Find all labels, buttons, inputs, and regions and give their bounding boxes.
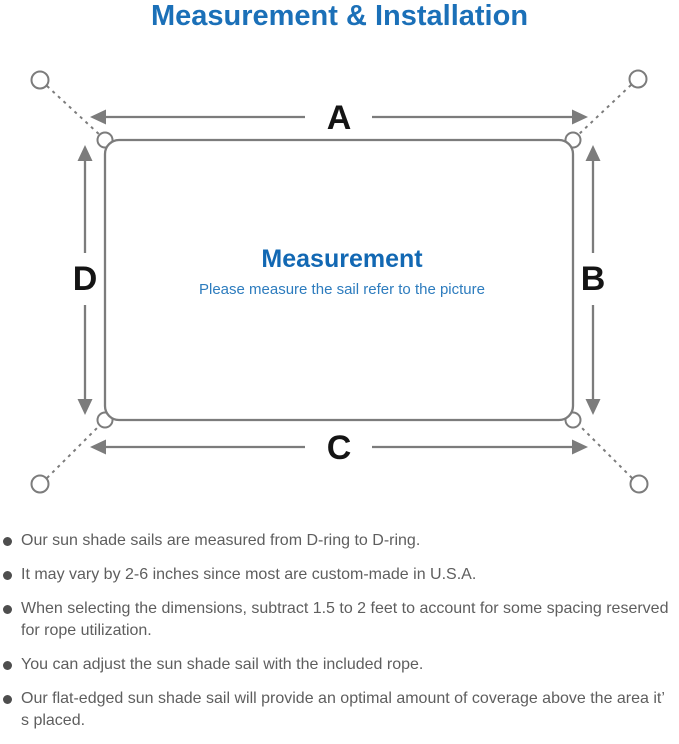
- label-side-b: B: [581, 260, 606, 298]
- label-side-a: A: [327, 99, 352, 137]
- anchor-point-icon: [628, 69, 648, 89]
- guy-line-bottom-right: [577, 423, 633, 479]
- note-text: When selecting the dimensions, subtract …: [21, 600, 669, 639]
- bullet-icon: [3, 537, 12, 546]
- label-side-c: C: [327, 429, 352, 467]
- bullet-icon: [3, 695, 12, 704]
- note-item: When selecting the dimensions, subtract …: [3, 598, 673, 642]
- arrow-c: [90, 439, 588, 455]
- diagram-heading: Measurement: [261, 245, 423, 273]
- page-title: Measurement & Installation: [150, 0, 529, 32]
- arrow-b: [585, 145, 601, 415]
- notes-list: Our sun shade sails are measured from D-…: [0, 530, 679, 744]
- label-side-d: D: [73, 260, 98, 298]
- note-text: Our flat-edged sun shade sail will provi…: [21, 690, 665, 729]
- anchor-point-icon: [30, 474, 50, 494]
- guy-line-top-left: [46, 85, 102, 137]
- sail-outline: [103, 138, 575, 422]
- guy-line-bottom-left: [46, 423, 102, 479]
- anchor-point-icon: [30, 70, 50, 90]
- note-item: Our sun shade sails are measured from D-…: [3, 530, 673, 552]
- note-item: It may vary by 2-6 inches since most are…: [3, 564, 673, 586]
- bullet-icon: [3, 571, 12, 580]
- note-item: You can adjust the sun shade sail with t…: [3, 654, 673, 676]
- note-text: You can adjust the sun shade sail with t…: [21, 656, 424, 673]
- note-text: Our sun shade sails are measured from D-…: [21, 532, 421, 549]
- diagram-subheading: Please measure the sail refer to the pic…: [199, 281, 485, 298]
- measurement-diagram: A B C D Measurement Please measure the s…: [30, 69, 649, 494]
- note-text: It may vary by 2-6 inches since most are…: [21, 566, 477, 583]
- bullet-icon: [3, 605, 12, 614]
- note-item: Our flat-edged sun shade sail will provi…: [3, 688, 673, 732]
- arrow-d: [77, 145, 93, 415]
- bullet-icon: [3, 661, 12, 670]
- guy-line-top-right: [576, 84, 632, 137]
- arrow-a: [90, 109, 588, 125]
- anchor-point-icon: [629, 474, 649, 494]
